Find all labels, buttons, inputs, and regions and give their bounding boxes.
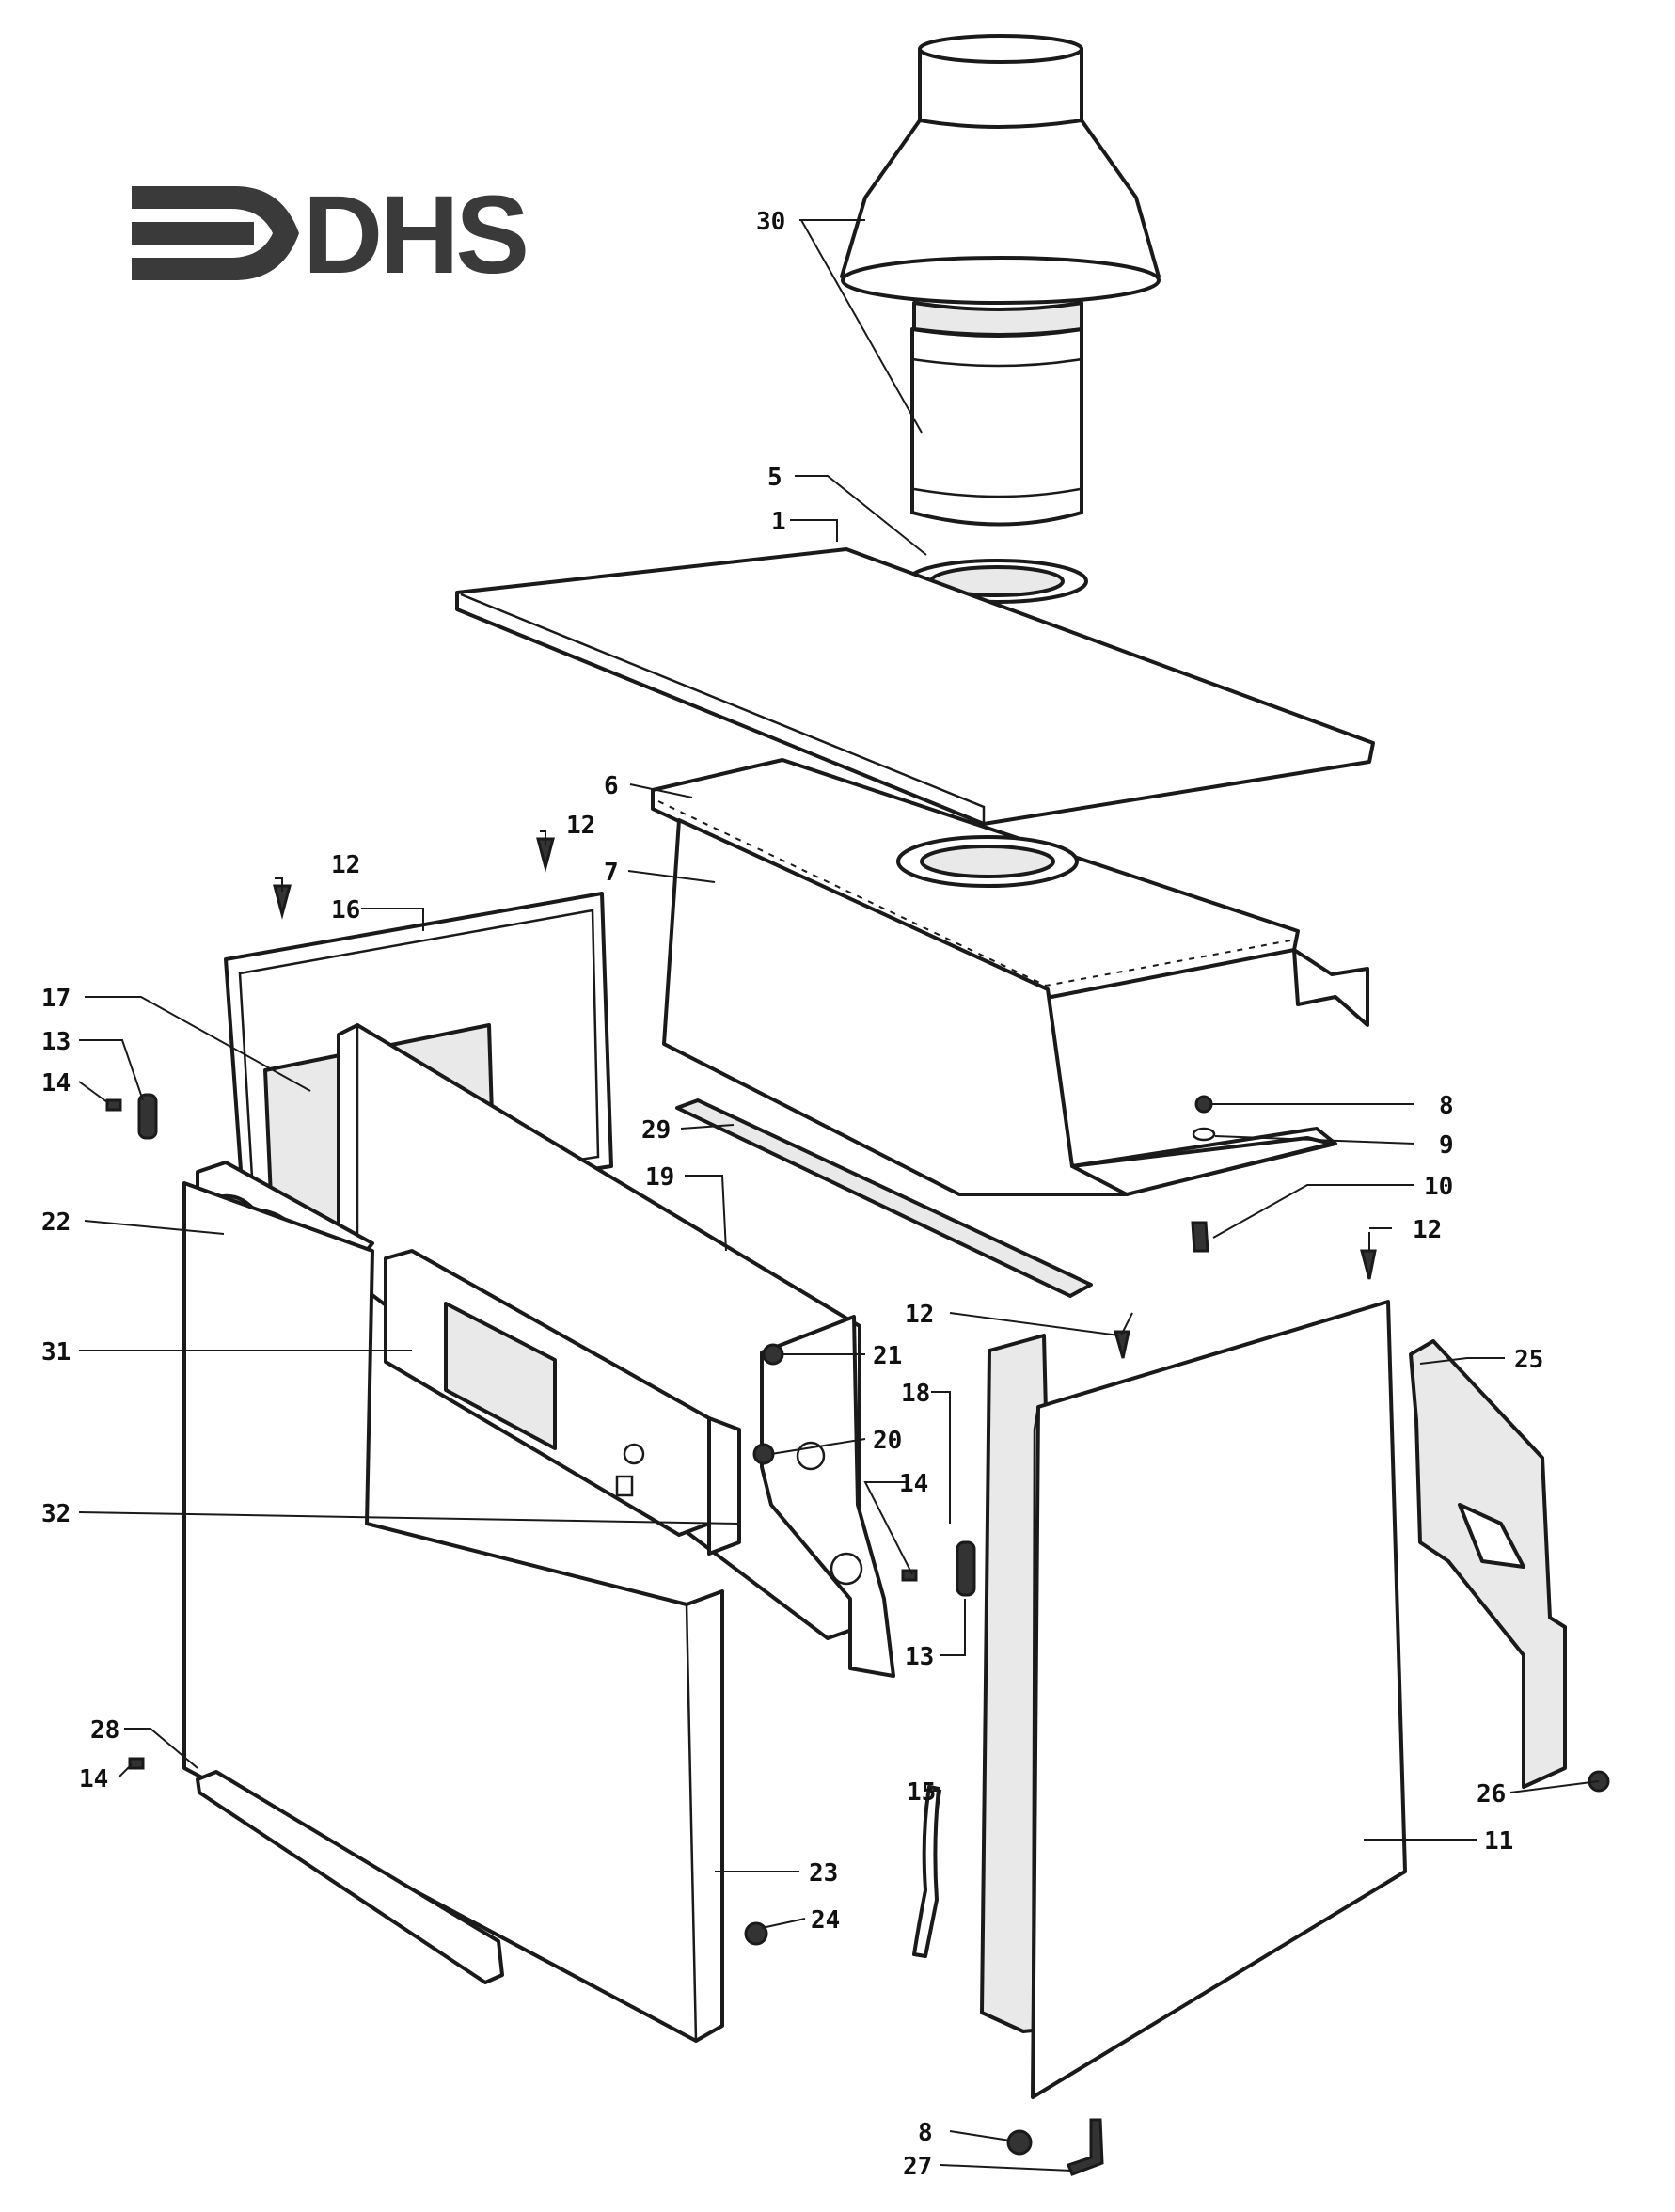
callout-14-b: 14	[899, 1470, 928, 1498]
top-panel	[455, 547, 1375, 826]
callout-31: 31	[41, 1338, 71, 1367]
callout-25: 25	[1514, 1346, 1543, 1374]
sealing-strip	[675, 1098, 1093, 1298]
callout-12-c: 12	[1413, 1216, 1442, 1244]
callout-19: 19	[645, 1163, 674, 1192]
callout-30: 30	[756, 208, 785, 236]
callout-18: 18	[901, 1380, 930, 1408]
logo-text: DHS	[303, 173, 526, 297]
fasteners	[105, 837, 1610, 2176]
center-bracket	[760, 1315, 895, 1678]
gas-hose	[912, 1785, 940, 1958]
callout-23: 23	[809, 1859, 838, 1888]
casing	[651, 758, 1369, 1196]
callout-22: 22	[41, 1209, 71, 1237]
callout-8-a: 8	[1439, 1092, 1454, 1120]
callout-26: 26	[1477, 1780, 1506, 1809]
callout-11: 11	[1484, 1827, 1513, 1856]
callout-24: 24	[811, 1906, 840, 1935]
logo-bar-top	[132, 222, 254, 245]
callout-29: 29	[641, 1116, 671, 1145]
callout-labels: 30 5 1 6 7 12 12 12 12 16 17 13 14 22 31…	[41, 208, 1543, 2181]
callout-32: 32	[41, 1500, 71, 1528]
logo-arrow-mark	[132, 186, 299, 280]
right-side-panel	[1031, 1300, 1407, 2099]
callout-8-b: 8	[918, 2119, 933, 2147]
callout-15: 15	[907, 1778, 936, 1807]
dhs-logo: DHS	[132, 173, 529, 297]
callout-5: 5	[767, 464, 782, 492]
callout-7: 7	[604, 859, 619, 887]
callout-12-b: 12	[566, 812, 595, 840]
bottom-rail	[196, 1770, 504, 1984]
callout-13-a: 13	[41, 1028, 71, 1056]
callout-9: 9	[1439, 1131, 1454, 1160]
callout-21: 21	[873, 1342, 902, 1370]
rear-right-bracket	[1409, 1339, 1567, 1789]
callout-13-b: 13	[905, 1643, 934, 1671]
callout-12-a: 12	[331, 851, 360, 879]
callout-1: 1	[771, 508, 786, 536]
flue-assembly	[840, 34, 1161, 683]
callout-27: 27	[903, 2153, 932, 2181]
callout-12-d: 12	[905, 1301, 934, 1329]
callout-6: 6	[604, 772, 619, 800]
callout-10: 10	[1424, 1173, 1453, 1201]
callout-17: 17	[41, 985, 71, 1013]
callout-28: 28	[90, 1716, 119, 1745]
callout-14-c: 14	[79, 1765, 108, 1793]
callout-20: 20	[873, 1427, 902, 1455]
callout-16: 16	[331, 896, 360, 924]
callout-14-a: 14	[41, 1069, 71, 1098]
leader-lines	[78, 219, 1600, 2172]
